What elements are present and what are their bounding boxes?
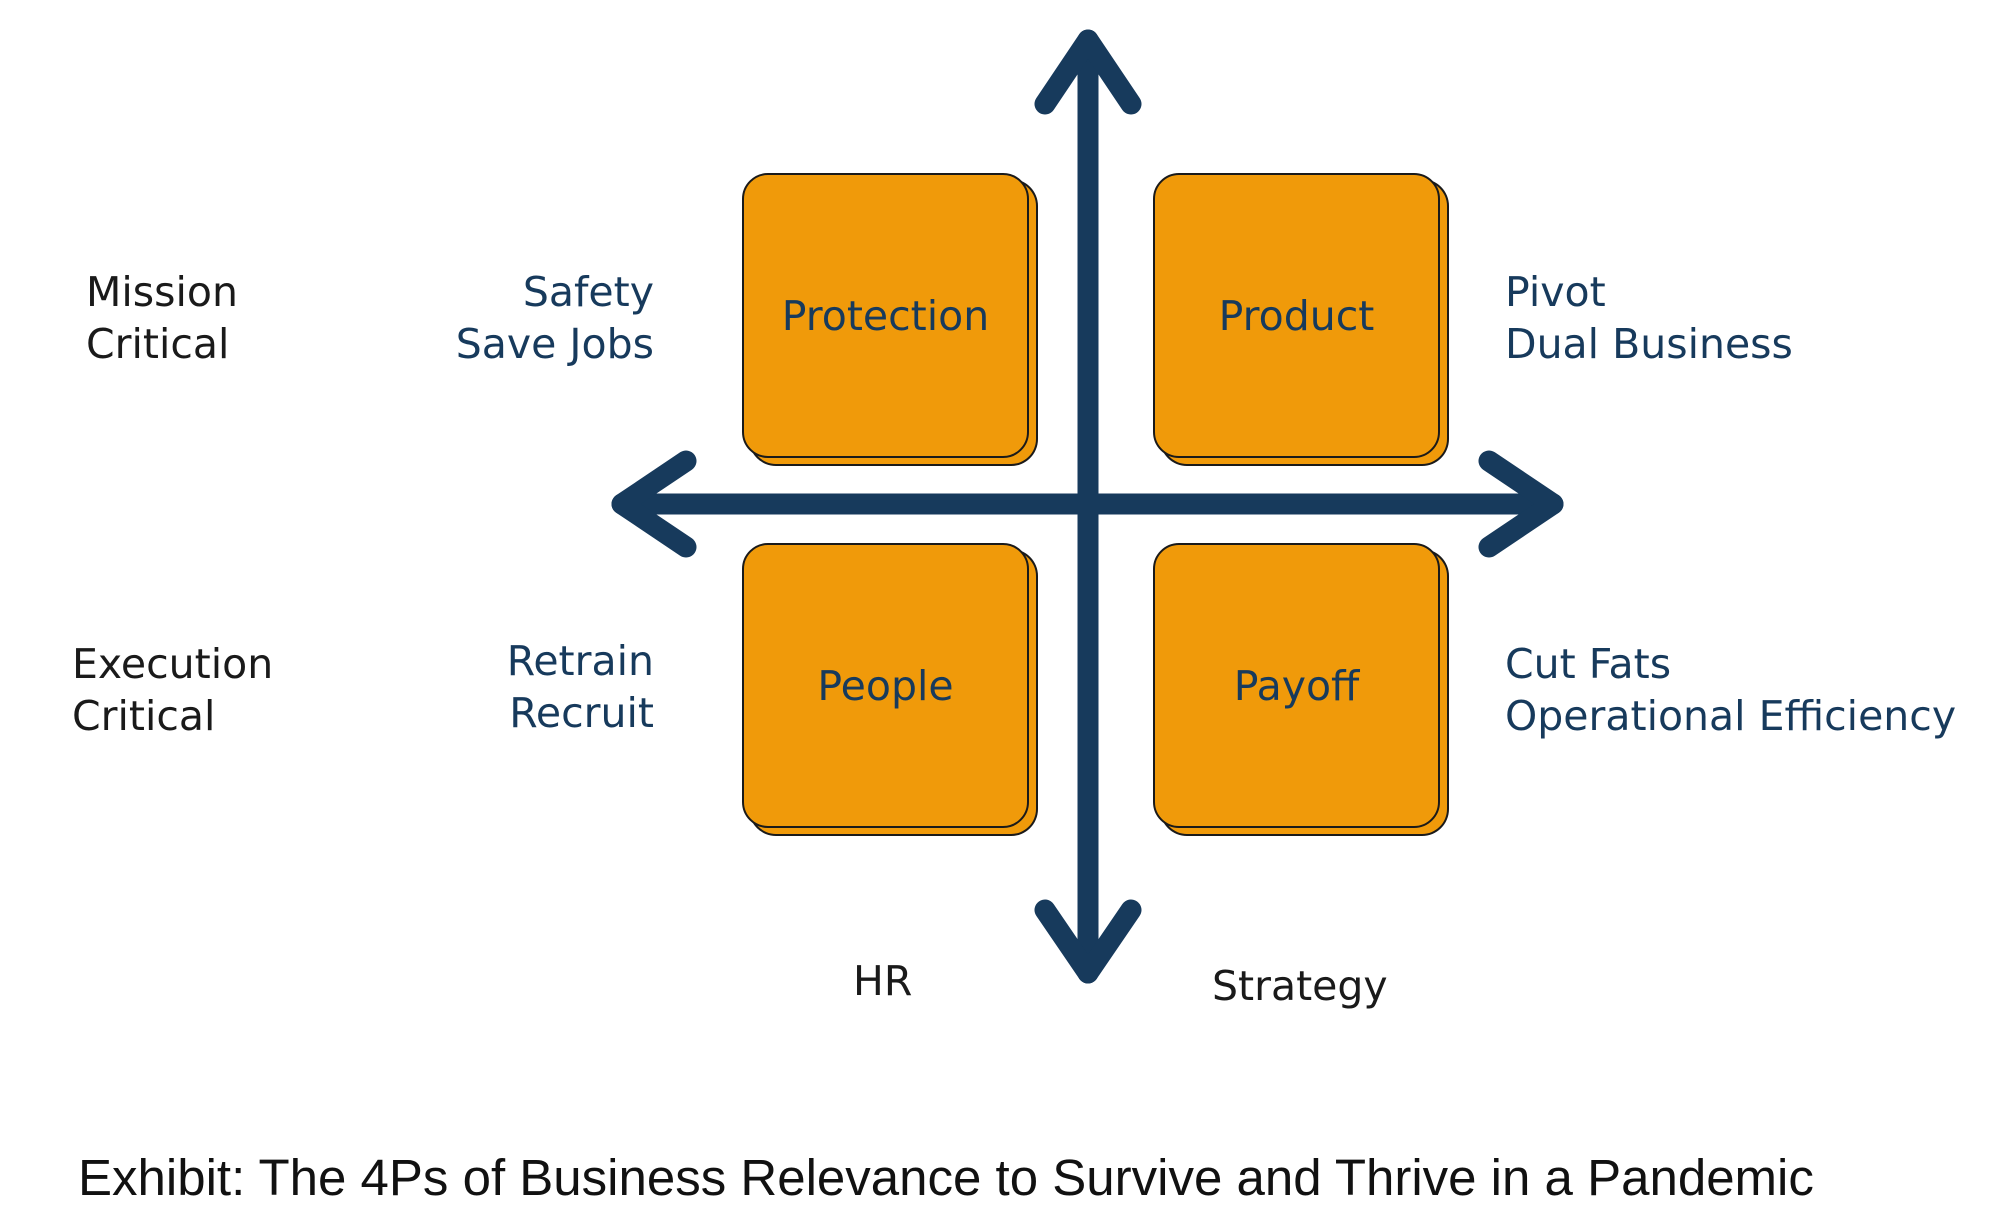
- column-label-hr: HR: [853, 957, 913, 1005]
- box-product: Product: [1153, 173, 1440, 458]
- arrowhead-left: [611, 450, 697, 558]
- notes-top-right: Pivot Dual Business: [1505, 266, 1793, 370]
- exhibit-caption: Exhibit: The 4Ps of Business Relevance t…: [78, 1149, 1814, 1206]
- notes-bottom-right: Cut Fats Operational Efficiency: [1505, 638, 1956, 742]
- note-line: Recruit: [509, 689, 654, 737]
- box-label: Product: [1218, 291, 1375, 340]
- note-line: Safety: [522, 268, 654, 316]
- note-line: Pivot: [1505, 268, 1606, 316]
- notes-bottom-left: Retrain Recruit: [507, 635, 654, 739]
- row-label-line: Critical: [86, 320, 230, 368]
- row-label-execution-critical: Execution Critical: [72, 638, 273, 742]
- row-label-line: Mission: [86, 268, 238, 316]
- box-label: Protection: [781, 291, 990, 340]
- box-protection: Protection: [742, 173, 1029, 458]
- note-line: Dual Business: [1505, 320, 1793, 368]
- note-line: Cut Fats: [1505, 640, 1672, 688]
- note-line: Save Jobs: [455, 320, 654, 368]
- arrowhead-down: [1034, 899, 1142, 984]
- row-label-line: Execution: [72, 640, 274, 688]
- box-people: People: [742, 543, 1029, 828]
- arrowhead-up: [1034, 29, 1142, 115]
- box-payoff: Payoff: [1153, 543, 1440, 828]
- row-label-line: Critical: [72, 692, 216, 740]
- notes-top-left: Safety Save Jobs: [456, 266, 654, 370]
- note-line: Operational Efficiency: [1505, 692, 1957, 740]
- column-label-strategy: Strategy: [1212, 962, 1388, 1010]
- note-line: Retrain: [506, 637, 654, 685]
- box-label: People: [817, 661, 954, 710]
- arrowhead-right: [1478, 450, 1564, 558]
- row-label-mission-critical: Mission Critical: [86, 266, 238, 370]
- box-label: Payoff: [1233, 661, 1360, 710]
